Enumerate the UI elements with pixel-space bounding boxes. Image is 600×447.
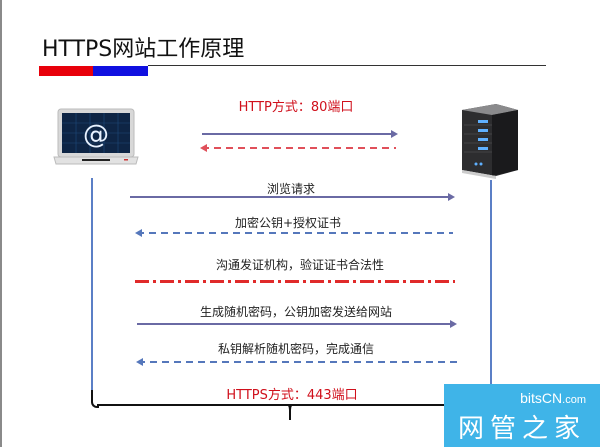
slide-left-border bbox=[0, 0, 2, 447]
bracket-line bbox=[97, 404, 445, 406]
title-underline bbox=[148, 65, 546, 66]
message-label-verify-cert: 沟通发证机构，验证证书合法性 bbox=[215, 258, 385, 272]
server-lifeline bbox=[490, 180, 492, 384]
complete-communication-arrow bbox=[136, 358, 458, 366]
verify-cert-line bbox=[135, 280, 455, 283]
message-label-complete-communication: 私钥解析随机密码，完成通信 bbox=[217, 342, 375, 356]
http-request-arrow bbox=[202, 130, 398, 138]
watermark-domain: bitsCN.com bbox=[520, 390, 586, 406]
message-label-public-key-cert: 加密公钥+授权证书 bbox=[234, 216, 342, 230]
bracket-tip bbox=[288, 404, 292, 420]
message-label-send-random-key: 生成随机密码，公钥加密发送给网站 bbox=[199, 305, 393, 319]
title-accent-blue bbox=[93, 66, 148, 76]
server-tower-icon bbox=[456, 100, 522, 180]
http-response-arrow bbox=[200, 144, 396, 152]
page-title: HTTPS网站工作原理 bbox=[42, 37, 245, 62]
bitscn-watermark: bitsCN.com 网管之家 bbox=[444, 384, 600, 447]
https-port-label: HTTPS方式：443端口 bbox=[226, 388, 358, 403]
watermark-name: 网管之家 bbox=[458, 414, 587, 444]
title-accent-red bbox=[39, 66, 93, 76]
browse-request-arrow bbox=[130, 193, 455, 201]
send-random-key-arrow bbox=[137, 320, 457, 328]
client-lifeline bbox=[91, 178, 93, 392]
laptop-at-icon: @ bbox=[52, 107, 140, 169]
svg-text:@: @ bbox=[83, 120, 109, 150]
message-label-browse-request: 浏览请求 bbox=[266, 182, 316, 196]
bracket-left-corner bbox=[91, 390, 99, 408]
public-key-cert-arrow bbox=[135, 229, 453, 237]
http-port-label: HTTP方式：80端口 bbox=[238, 100, 354, 115]
